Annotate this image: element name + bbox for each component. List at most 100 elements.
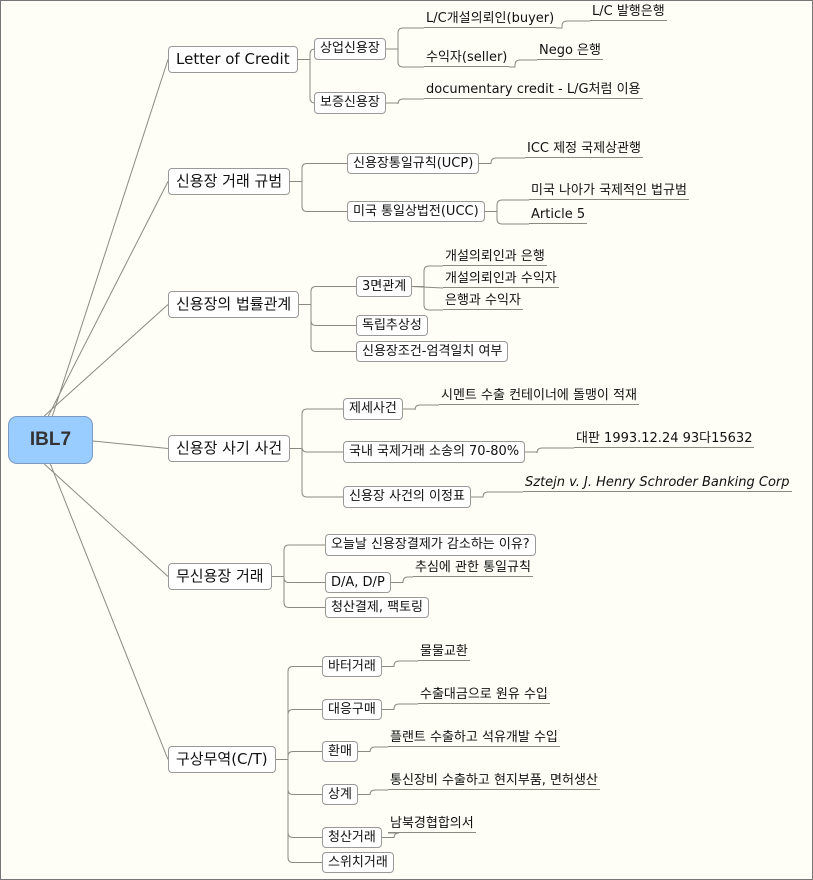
- leaf-topic[interactable]: 플랜트 수출하고 석유개발 수입: [388, 729, 560, 747]
- connector-line: [276, 751, 322, 760]
- subtopic-label: 상업신용장: [320, 41, 380, 56]
- subtopic[interactable]: 3면관계: [356, 276, 413, 297]
- leaf-topic-label: 시멘트 수출 컨테이너에 돌맹이 적재: [441, 388, 637, 403]
- connector-line: [485, 199, 529, 212]
- subtopic[interactable]: 청산거래: [322, 827, 382, 848]
- connector-line: [290, 163, 347, 182]
- leaf-topic[interactable]: 남북경협합의서: [388, 815, 476, 833]
- leaf-topic[interactable]: 은행과 수익자: [443, 292, 523, 310]
- subtopic[interactable]: 오늘날 신용장결제가 감소하는 이유?: [325, 534, 536, 556]
- leaf-topic-label: Article 5: [531, 207, 586, 222]
- leaf-topic-label: Sztejn v. J. Henry Schroder Banking Corp: [525, 475, 790, 490]
- connector-line: [298, 59, 316, 104]
- leaf-topic[interactable]: 추심에 관한 통일규칙: [413, 559, 533, 577]
- subtopic[interactable]: 독립추상성: [356, 315, 428, 336]
- leaf-topic[interactable]: 개설의뢰인과 수익자: [443, 270, 559, 288]
- leaf-topic[interactable]: 시멘트 수출 컨테이너에 돌맹이 적재: [439, 387, 639, 405]
- subtopic[interactable]: 보증신용장: [314, 92, 386, 114]
- leaf-topic[interactable]: Sztejn v. J. Henry Schroder Banking Corp: [523, 474, 792, 492]
- connector-line: [299, 304, 356, 326]
- subtopic-label: 신용장조건-엄격일치 여부: [362, 344, 503, 359]
- root-topic[interactable]: IBL7: [8, 416, 93, 464]
- leaf-topic[interactable]: 개설의뢰인과 은행: [443, 248, 547, 266]
- connector-line: [276, 759, 322, 795]
- connector-line: [382, 703, 418, 710]
- subtopic[interactable]: 신용장통일규칙(UCP): [347, 153, 480, 174]
- connector-line: [47, 181, 169, 417]
- leaf-topic[interactable]: Article 5: [529, 206, 588, 224]
- leaf-topic-label: 플랜트 수출하고 석유개발 수입: [390, 730, 558, 745]
- connector-line: [43, 304, 169, 417]
- subtopic-label: 바터거래: [328, 659, 376, 674]
- leaf-topic[interactable]: L/C개설의뢰인(buyer): [424, 10, 557, 28]
- leaf-topic-label: 물물교환: [420, 644, 468, 659]
- leaf-topic-label: L/C 발행은행: [592, 4, 665, 19]
- main-topic-label: 신용장 사기 사건: [176, 439, 283, 457]
- leaf-topic[interactable]: Nego 은행: [537, 42, 603, 60]
- main-topic[interactable]: 무신용장 거래: [168, 563, 272, 590]
- subtopic[interactable]: 대응구매: [322, 699, 382, 720]
- connector-line: [299, 304, 356, 352]
- subtopic[interactable]: 환매: [322, 741, 358, 762]
- main-topic-label: 신용장의 법률관계: [176, 295, 292, 313]
- subtopic[interactable]: 신용장 사건의 이정표: [343, 486, 471, 508]
- connector-line: [382, 660, 418, 667]
- connector-line: [299, 286, 356, 305]
- connector-line: [290, 446, 343, 453]
- subtopic-label: 독립추상성: [362, 318, 422, 333]
- subtopic-label: 신용장 사건의 이정표: [349, 489, 465, 504]
- subtopic[interactable]: 미국 통일상법전(UCC): [347, 201, 485, 222]
- leaf-topic-label: 수익자(seller): [426, 50, 508, 65]
- subtopic-label: 청산거래: [328, 830, 376, 845]
- subtopic-label: 스위치거래: [328, 855, 388, 870]
- subtopic[interactable]: 국내 국제거래 소송의 70-80%: [343, 441, 526, 463]
- subtopic[interactable]: D/A, D/P: [325, 572, 391, 593]
- connector-line: [485, 211, 529, 225]
- leaf-topic[interactable]: 대판 1993.12.24 93다15632: [574, 430, 755, 448]
- connector-line: [358, 746, 388, 753]
- leaf-topic-label: 개설의뢰인과 은행: [445, 249, 545, 264]
- subtopic[interactable]: 스위치거래: [322, 852, 394, 873]
- connector-line: [272, 576, 325, 583]
- subtopic-label: 청산결제, 팩토링: [331, 600, 423, 615]
- subtopic[interactable]: 청산결제, 팩토링: [325, 597, 429, 618]
- leaf-topic[interactable]: 수익자(seller): [424, 49, 510, 67]
- connector-line: [290, 408, 343, 449]
- subtopic-label: 보증신용장: [320, 95, 380, 110]
- main-topic[interactable]: Letter of Credit: [168, 46, 298, 73]
- main-topic[interactable]: 신용장 거래 규범: [168, 168, 291, 195]
- leaf-topic[interactable]: 수출대금으로 원유 수입: [418, 686, 550, 704]
- subtopic-label: 신용장통일규칙(UCP): [353, 156, 474, 171]
- subtopic-label: 3면관계: [362, 279, 407, 294]
- leaf-topic[interactable]: 물물교환: [418, 643, 470, 661]
- connector-line: [276, 709, 322, 760]
- leaf-topic-label: 남북경협합의서: [390, 816, 474, 831]
- leaf-topic-label: ICC 제정 국제상관행: [527, 141, 641, 156]
- connector-line: [272, 576, 325, 608]
- subtopic[interactable]: 신용장조건-엄격일치 여부: [356, 341, 509, 362]
- leaf-topic[interactable]: 통신장비 수출하고 현지부품, 면허생산: [388, 772, 600, 790]
- leaf-topic-label: 통신장비 수출하고 현지부품, 면허생산: [390, 773, 598, 788]
- subtopic[interactable]: 상계: [322, 784, 358, 805]
- connector-line: [272, 544, 325, 577]
- subtopic[interactable]: 바터거래: [322, 656, 382, 677]
- subtopic-label: D/A, D/P: [331, 575, 385, 590]
- main-topic[interactable]: 신용장의 법률관계: [168, 291, 300, 318]
- leaf-topic[interactable]: documentary credit - L/G처럼 이용: [424, 81, 643, 99]
- main-topic[interactable]: 구상무역(C/T): [168, 746, 276, 773]
- leaf-topic[interactable]: ICC 제정 국제상관행: [525, 140, 643, 158]
- leaf-topic[interactable]: 미국 나아가 국제적인 법규범: [529, 182, 689, 200]
- connector-line: [391, 576, 413, 583]
- subtopic[interactable]: 제세사건: [343, 398, 403, 420]
- connector-line: [509, 59, 537, 68]
- leaf-topic-label: 추심에 관한 통일규칙: [415, 560, 531, 575]
- connector-line: [403, 404, 439, 411]
- leaf-topic[interactable]: L/C 발행은행: [590, 3, 667, 21]
- leaf-topic-label: 수출대금으로 원유 수입: [420, 687, 548, 702]
- connector-line: [276, 666, 322, 760]
- main-topic-label: Letter of Credit: [176, 50, 290, 68]
- main-topic[interactable]: 신용장 사기 사건: [168, 435, 291, 462]
- leaf-topic-label: Nego 은행: [539, 43, 601, 58]
- subtopic[interactable]: 상업신용장: [314, 38, 386, 60]
- subtopic-label: 국내 국제거래 소송의 70-80%: [349, 444, 520, 459]
